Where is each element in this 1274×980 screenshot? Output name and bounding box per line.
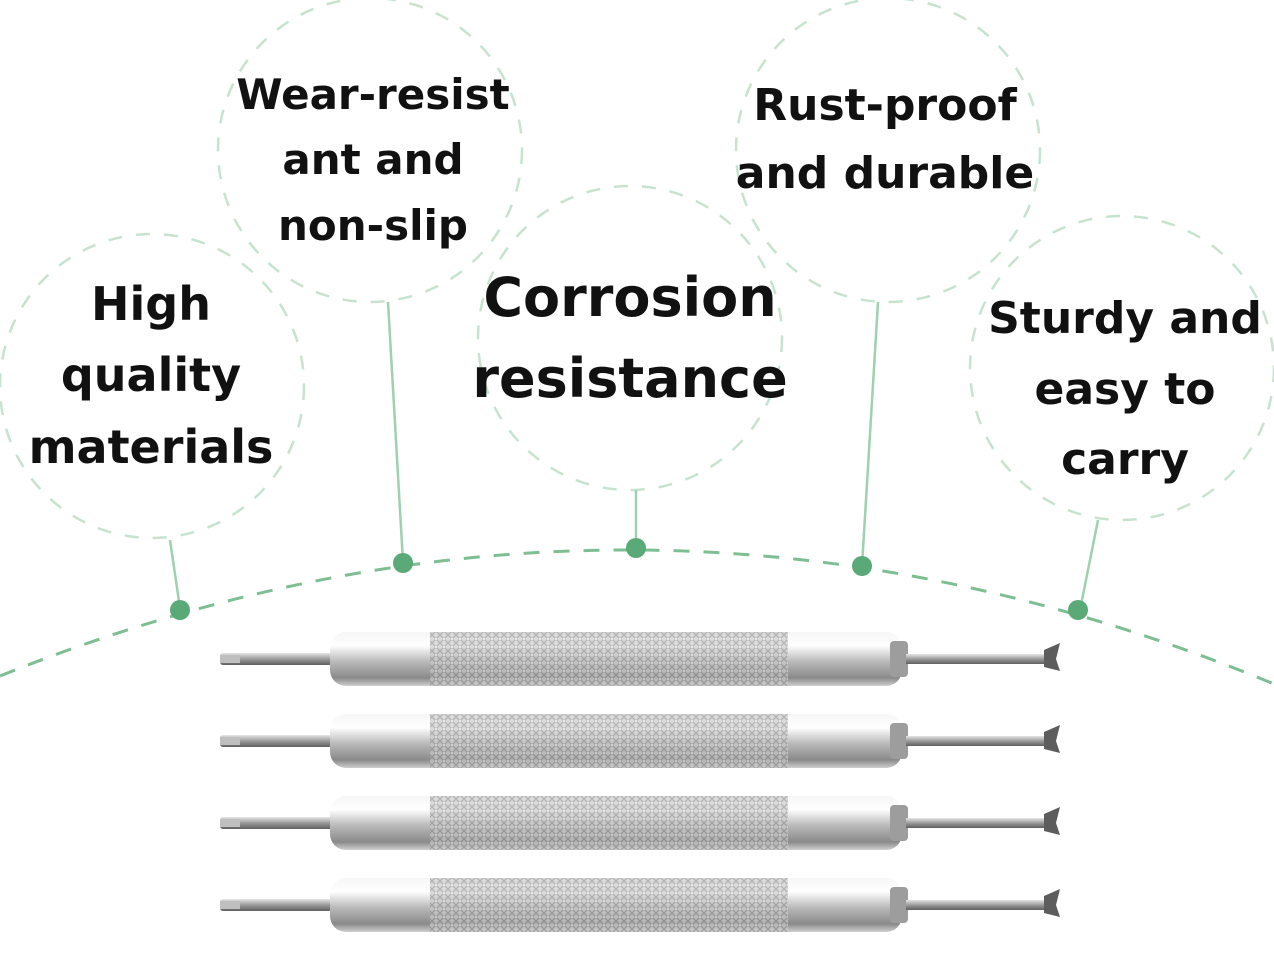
dot-4 <box>852 556 872 576</box>
dot-3 <box>626 538 646 558</box>
spring-bar-tool <box>220 632 1060 686</box>
spring-bar-tool <box>220 714 1060 768</box>
spring-bar-tool <box>220 796 1060 850</box>
dot-1 <box>170 600 190 620</box>
feature-wear-resistant-non-slip: Wear-resist ant and non-slip <box>236 70 510 250</box>
feature-sturdy-easy-carry: Sturdy and easy to carry <box>988 293 1262 486</box>
feature-rust-proof-durable: Rust-proof and durable <box>735 79 1035 199</box>
spring-bar-tools <box>220 632 1060 932</box>
circle-wear-resistant <box>216 0 524 304</box>
dot-2 <box>393 553 413 573</box>
circle-high-quality <box>0 232 306 540</box>
circle-corrosion <box>476 184 784 492</box>
connector-dots <box>170 538 1088 620</box>
feature-high-quality-materials: High quality materials <box>28 277 274 474</box>
circle-rust-proof <box>734 0 1042 304</box>
feature-corrosion-resistance: Corrosion resistance <box>472 266 788 410</box>
feature-circles <box>0 0 1274 540</box>
circle-sturdy <box>968 214 1274 522</box>
dot-5 <box>1068 600 1088 620</box>
spring-bar-tool <box>220 878 1060 932</box>
